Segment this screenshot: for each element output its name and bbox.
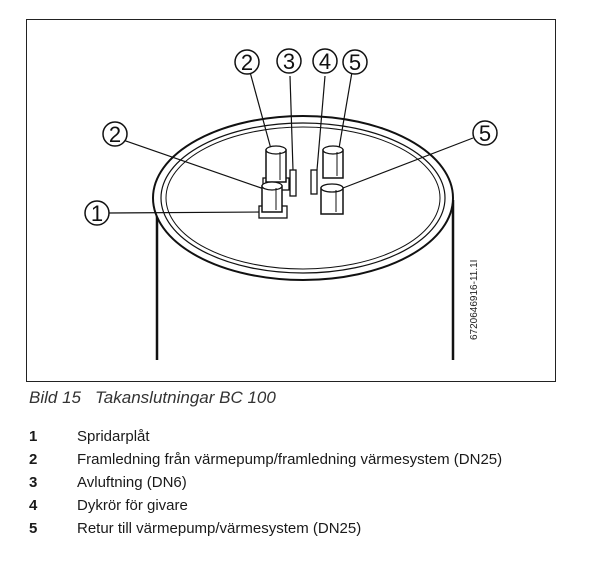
legend-text: Dykrör för givare xyxy=(77,497,188,514)
vent-pipe-3 xyxy=(289,169,297,197)
callout-4: 4 xyxy=(312,48,338,74)
legend-text: Retur till värmepump/värmesystem (DN25) xyxy=(77,520,362,537)
callout-2-left: 2 xyxy=(102,121,128,147)
callout-2-top: 2 xyxy=(234,49,260,75)
svg-text:5: 5 xyxy=(349,50,361,75)
svg-text:5: 5 xyxy=(479,121,491,146)
pipe-1-spreader-plate xyxy=(258,181,288,219)
legend-number: 4 xyxy=(29,497,38,514)
pipe-5-lower xyxy=(320,183,344,215)
tank-top-diagram: 1 2 2 3 4 5 5 6720646916-11.1I xyxy=(84,48,498,360)
svg-text:1: 1 xyxy=(91,201,103,226)
legend-item: 5 Retur till värmepump/värmesystem (DN25… xyxy=(29,518,549,539)
legend-item: 4 Dykrör för givare xyxy=(29,495,549,516)
callout-5-right: 5 xyxy=(472,120,498,146)
callout-1: 1 xyxy=(84,200,110,226)
legend-number: 2 xyxy=(29,451,38,468)
legend-text: Avluftning (DN6) xyxy=(77,474,187,491)
svg-text:2: 2 xyxy=(241,50,253,75)
tank-top-rim-inner xyxy=(160,122,446,274)
legend-list: 1 Spridarplåt 2 Framledning från värmepu… xyxy=(29,426,549,541)
callout-3: 3 xyxy=(276,48,302,74)
figure-doc-number: 6720646916-11.1I xyxy=(469,260,480,340)
svg-text:2: 2 xyxy=(109,122,121,147)
tank-top-rim-inner2 xyxy=(165,126,441,270)
sensor-tube-4 xyxy=(310,169,318,195)
legend-number: 5 xyxy=(29,520,38,537)
caption-label: Bild 15 xyxy=(29,388,81,407)
legend-item: 2 Framledning från värmepump/framledning… xyxy=(29,449,549,470)
svg-text:4: 4 xyxy=(319,49,331,74)
legend-number: 1 xyxy=(29,428,38,445)
caption-title: Takanslutningar BC 100 xyxy=(94,388,276,407)
svg-text:3: 3 xyxy=(283,49,295,74)
legend-number: 3 xyxy=(29,474,38,491)
figure-caption: Bild 15 Takanslutningar BC 100 xyxy=(29,388,276,408)
callout-5-top: 5 xyxy=(342,49,368,75)
legend-text: Framledning från värmepump/framledning v… xyxy=(77,451,503,468)
legend-text: Spridarplåt xyxy=(77,428,150,445)
pipe-5-upper xyxy=(322,145,344,179)
leader-lines xyxy=(108,71,474,214)
tank-top-rim-outer xyxy=(152,115,454,281)
legend-item: 3 Avluftning (DN6) xyxy=(29,472,549,493)
legend-item: 1 Spridarplåt xyxy=(29,426,549,447)
figure-frame: 1 2 2 3 4 5 5 6720646916-11.1I xyxy=(26,19,556,382)
